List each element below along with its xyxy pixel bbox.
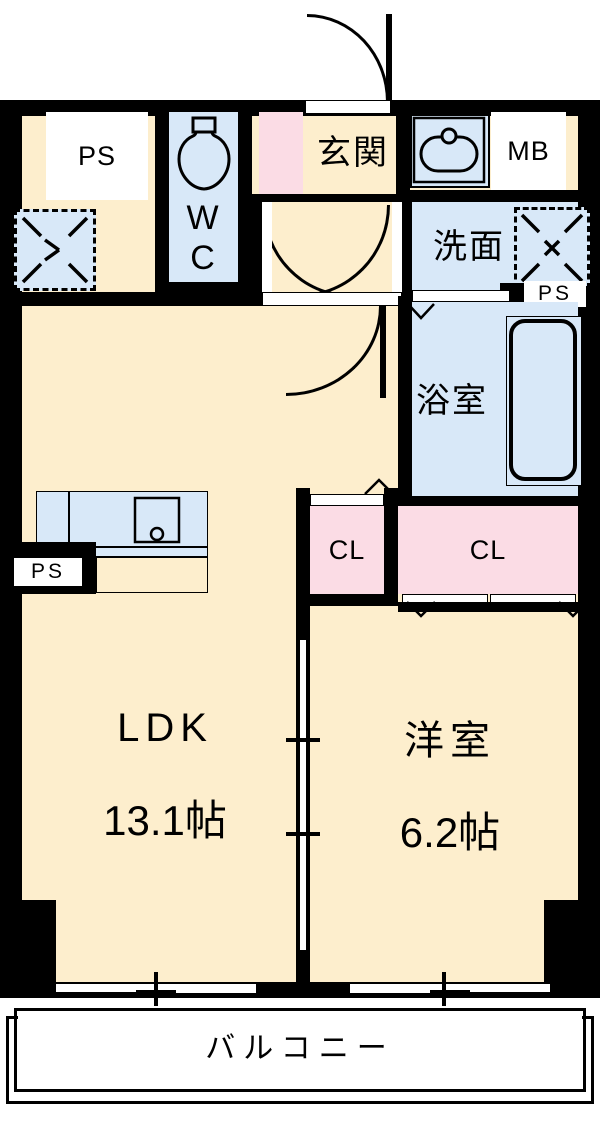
- ps-left-box: [14, 558, 82, 586]
- partition-mark-upper: [286, 738, 320, 742]
- closet-large: [398, 506, 578, 594]
- mb-box: [491, 112, 566, 190]
- washing-machine-icon: [514, 207, 590, 289]
- shoe-closet: [259, 112, 303, 196]
- kitchen-counter-front: [96, 557, 208, 593]
- ldk-area-label: 13.1帖: [103, 796, 227, 844]
- ps-left-label: PS: [30, 559, 65, 583]
- closet-small-label: CL: [328, 534, 366, 565]
- closet-small-door: [310, 494, 384, 506]
- wall-cl-large-top: [398, 496, 578, 506]
- sliding-door-mark-left: [154, 972, 158, 1006]
- balcony-fill: [18, 1012, 582, 1088]
- hallway-door-leaf-right: [392, 202, 402, 298]
- sliding-glass-door-right-panel: [350, 986, 430, 993]
- wall-pier-bottom-left: [0, 900, 56, 998]
- washbasin-icon-box: [410, 114, 490, 188]
- entrance-door-leaf: [386, 14, 392, 104]
- mb-label: MB: [507, 135, 550, 166]
- wall-wc-left: [155, 108, 169, 296]
- bathroom-label-line1: 浴室: [416, 382, 488, 421]
- bedroom-label: 洋室: [404, 719, 496, 763]
- wall-hallway-bottom-left: [0, 292, 262, 306]
- sliding-glass-door-left-panel: [176, 986, 256, 993]
- bathtub-icon: [506, 316, 582, 486]
- bedroom-area-label: 6.2帖: [399, 808, 501, 856]
- closet-small-door-marker: [362, 478, 396, 496]
- hallway-door-leaf-left: [262, 202, 272, 298]
- room-toilet: [169, 112, 238, 282]
- partition-mark-lower: [286, 832, 320, 836]
- toilet-icon: [176, 116, 232, 192]
- ps-right-label: PS: [537, 281, 572, 305]
- bathroom-door-marker: [406, 302, 436, 322]
- entrance-door-swing: [307, 14, 389, 102]
- closet-large-label: CL: [469, 534, 507, 565]
- wall-entrance-step: [252, 194, 410, 202]
- air-conditioner-icon: [14, 209, 96, 291]
- wall-entrance-right: [396, 108, 410, 200]
- ps-top-box: [46, 112, 148, 200]
- wall-hallway-left: [252, 202, 262, 298]
- entrance-label: 玄関: [317, 134, 389, 173]
- wall-pier-bottom-right: [544, 900, 600, 998]
- closet-small: [310, 506, 384, 594]
- kitchen-sink-icon: [36, 491, 208, 547]
- wall-wc-right: [238, 108, 252, 296]
- toilet-label-w: W: [186, 199, 221, 238]
- wall-cl-large-bottom: [398, 602, 578, 612]
- washroom-door: [412, 290, 510, 302]
- balcony-label: バルコニー: [205, 1032, 395, 1066]
- wall-outer-right: [578, 100, 600, 998]
- wall-hallway-right: [402, 202, 412, 298]
- wall-cl-small-left: [296, 488, 310, 606]
- wall-outer-top: [0, 100, 600, 116]
- wall-bath-left: [398, 296, 412, 496]
- washroom-label: 洗面: [433, 228, 505, 267]
- sliding-door-mark-right: [442, 972, 446, 1006]
- entrance-door-threshold: [305, 100, 391, 114]
- ps-top-label: PS: [77, 140, 117, 171]
- wall-cl-small-bottom: [296, 594, 398, 606]
- wall-mb-bottom: [410, 190, 578, 202]
- ldk-door-threshold: [262, 292, 402, 306]
- ldk-label: LDK: [117, 706, 213, 750]
- wall-cl-small-right: [384, 488, 398, 606]
- ldk-door-leaf: [380, 306, 386, 398]
- toilet-label-c: C: [190, 239, 217, 278]
- sliding-partition-panel: [300, 640, 306, 950]
